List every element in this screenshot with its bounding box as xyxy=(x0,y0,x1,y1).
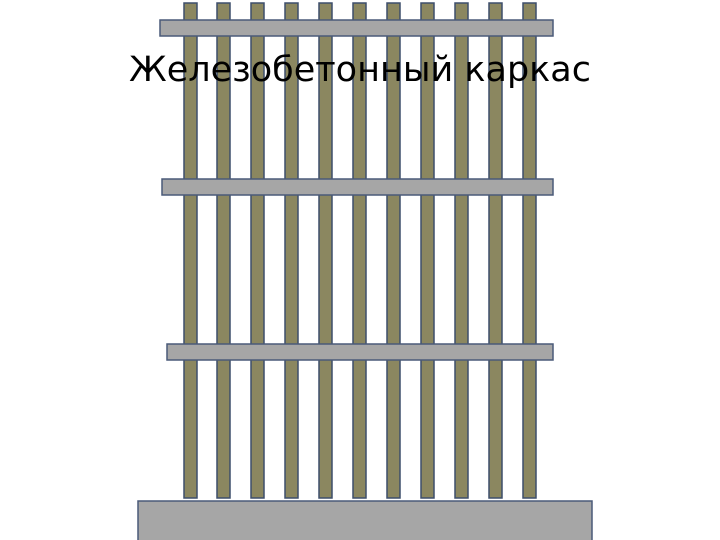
vertical-rods xyxy=(183,2,537,499)
vertical-rod xyxy=(250,2,265,499)
concrete-base xyxy=(137,500,593,540)
vertical-rod xyxy=(318,2,333,499)
vertical-rod xyxy=(488,2,503,499)
vertical-rod xyxy=(420,2,435,499)
vertical-rod xyxy=(386,2,401,499)
vertical-rod xyxy=(183,2,198,499)
horizontal-bars xyxy=(159,19,554,361)
vertical-rod xyxy=(522,2,537,499)
vertical-rod xyxy=(284,2,299,499)
horizontal-bar xyxy=(161,178,554,196)
slide-title: Железобетонный каркас xyxy=(129,50,591,90)
horizontal-bar xyxy=(166,343,554,361)
vertical-rod xyxy=(454,2,469,499)
horizontal-bar xyxy=(159,19,554,37)
vertical-rod xyxy=(216,2,231,499)
vertical-rod xyxy=(352,2,367,499)
